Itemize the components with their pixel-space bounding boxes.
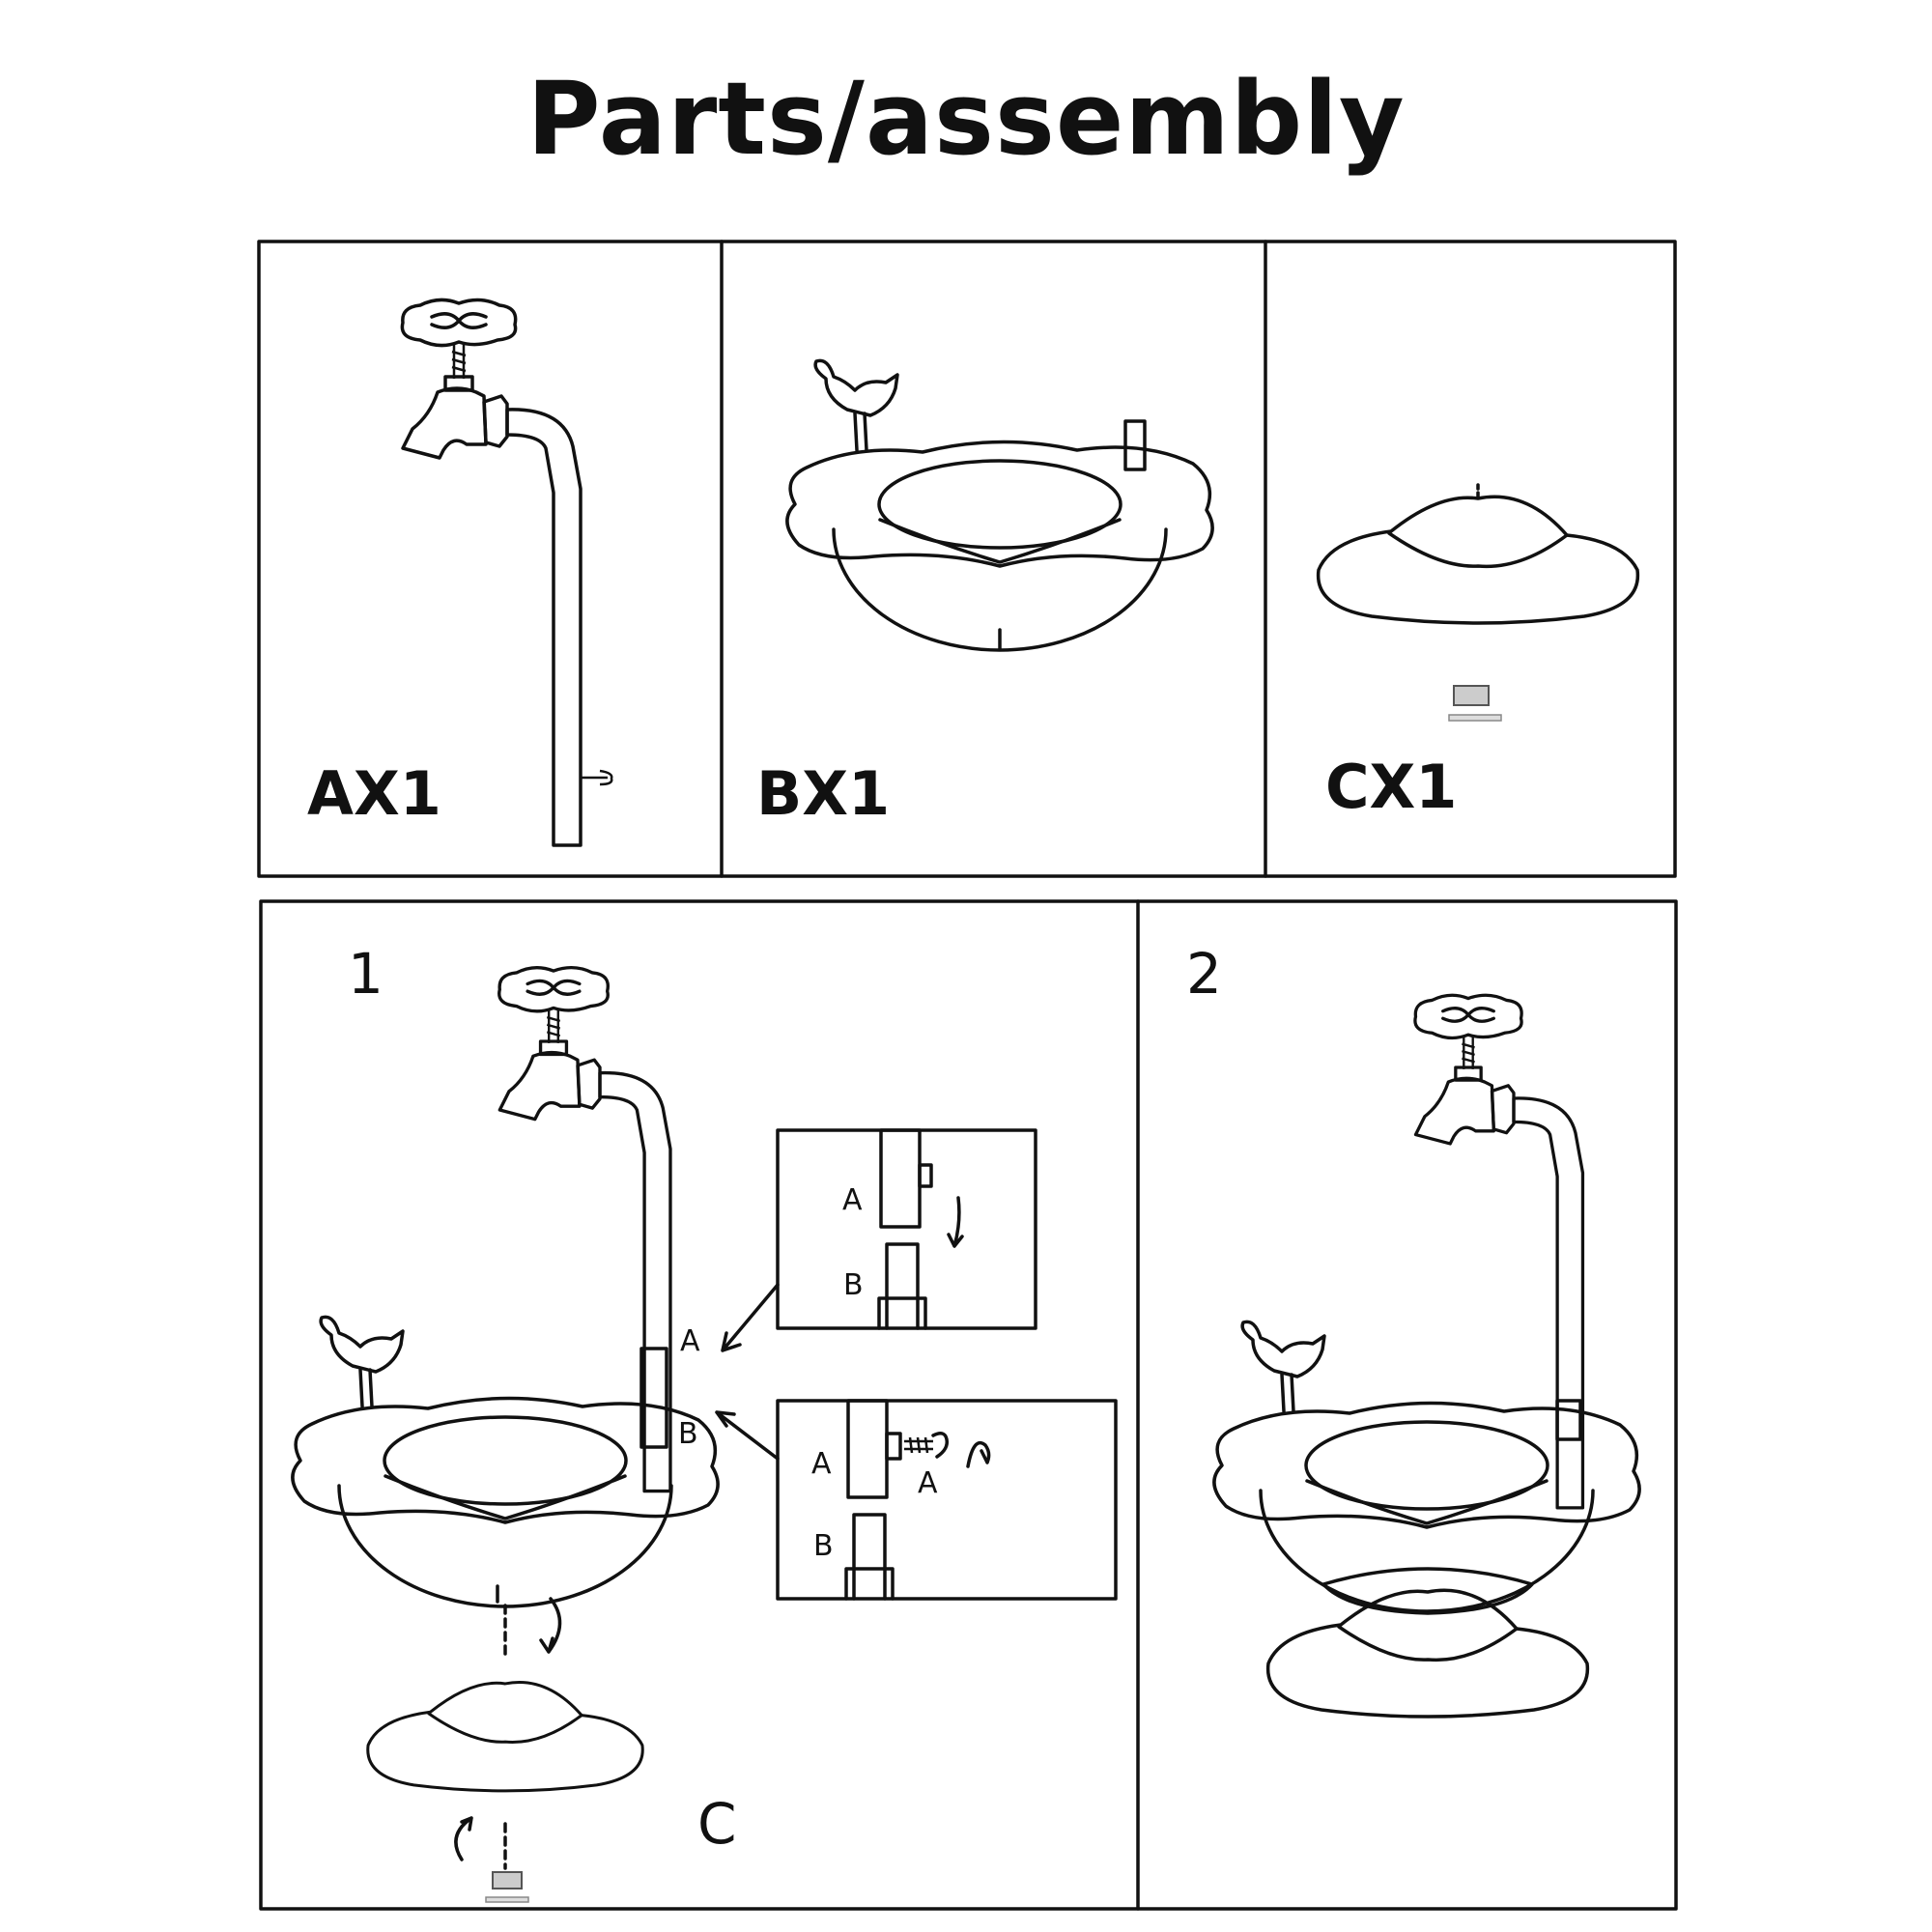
detail-label-a: A — [842, 1183, 863, 1217]
parts-frame — [257, 240, 1677, 878]
rotate-arrow-icon — [539, 1597, 562, 1654]
detail-box-screw: A A B — [776, 1399, 1118, 1601]
step-2-base-illustration — [1265, 1588, 1590, 1719]
rotate-arrow-icon — [966, 1440, 991, 1468]
part-label-ax1: AX1 — [307, 758, 441, 829]
detail-label-b: B — [813, 1529, 834, 1563]
part-c-base-illustration — [1316, 483, 1640, 625]
arrow-down-icon — [947, 1196, 964, 1248]
pointer-arrow-icon — [715, 1410, 780, 1461]
step-label-1: 1 — [348, 941, 384, 1007]
part-label-bx1: BX1 — [756, 758, 890, 829]
detail-label-a-screw: A — [918, 1466, 938, 1500]
callout-label-a: A — [680, 1324, 700, 1358]
part-b-bowl-illustration — [785, 358, 1214, 652]
callout-label-b: B — [678, 1417, 698, 1451]
pipe-joint — [639, 1347, 668, 1449]
part-label-cx1: CX1 — [1325, 752, 1457, 822]
pointer-arrow-icon — [721, 1283, 780, 1352]
detail-label-b: B — [843, 1268, 864, 1302]
detail-box-insert: A B — [776, 1128, 1037, 1330]
step-label-2: 2 — [1186, 941, 1222, 1007]
page-title: Parts/assembly — [526, 60, 1406, 178]
detail-label-a: A — [811, 1447, 832, 1481]
nut-icon — [485, 1871, 529, 1903]
step-1-base-illustration — [366, 1680, 644, 1793]
step-1-bowl-illustration — [291, 1315, 720, 1608]
nut-icon — [1448, 685, 1502, 722]
step-1-faucet-illustration — [497, 965, 672, 1493]
callout-label-c: C — [697, 1791, 737, 1857]
steps-frame — [259, 899, 1678, 1911]
rotate-arrow-icon — [454, 1816, 473, 1861]
part-a-faucet-illustration — [400, 298, 613, 847]
